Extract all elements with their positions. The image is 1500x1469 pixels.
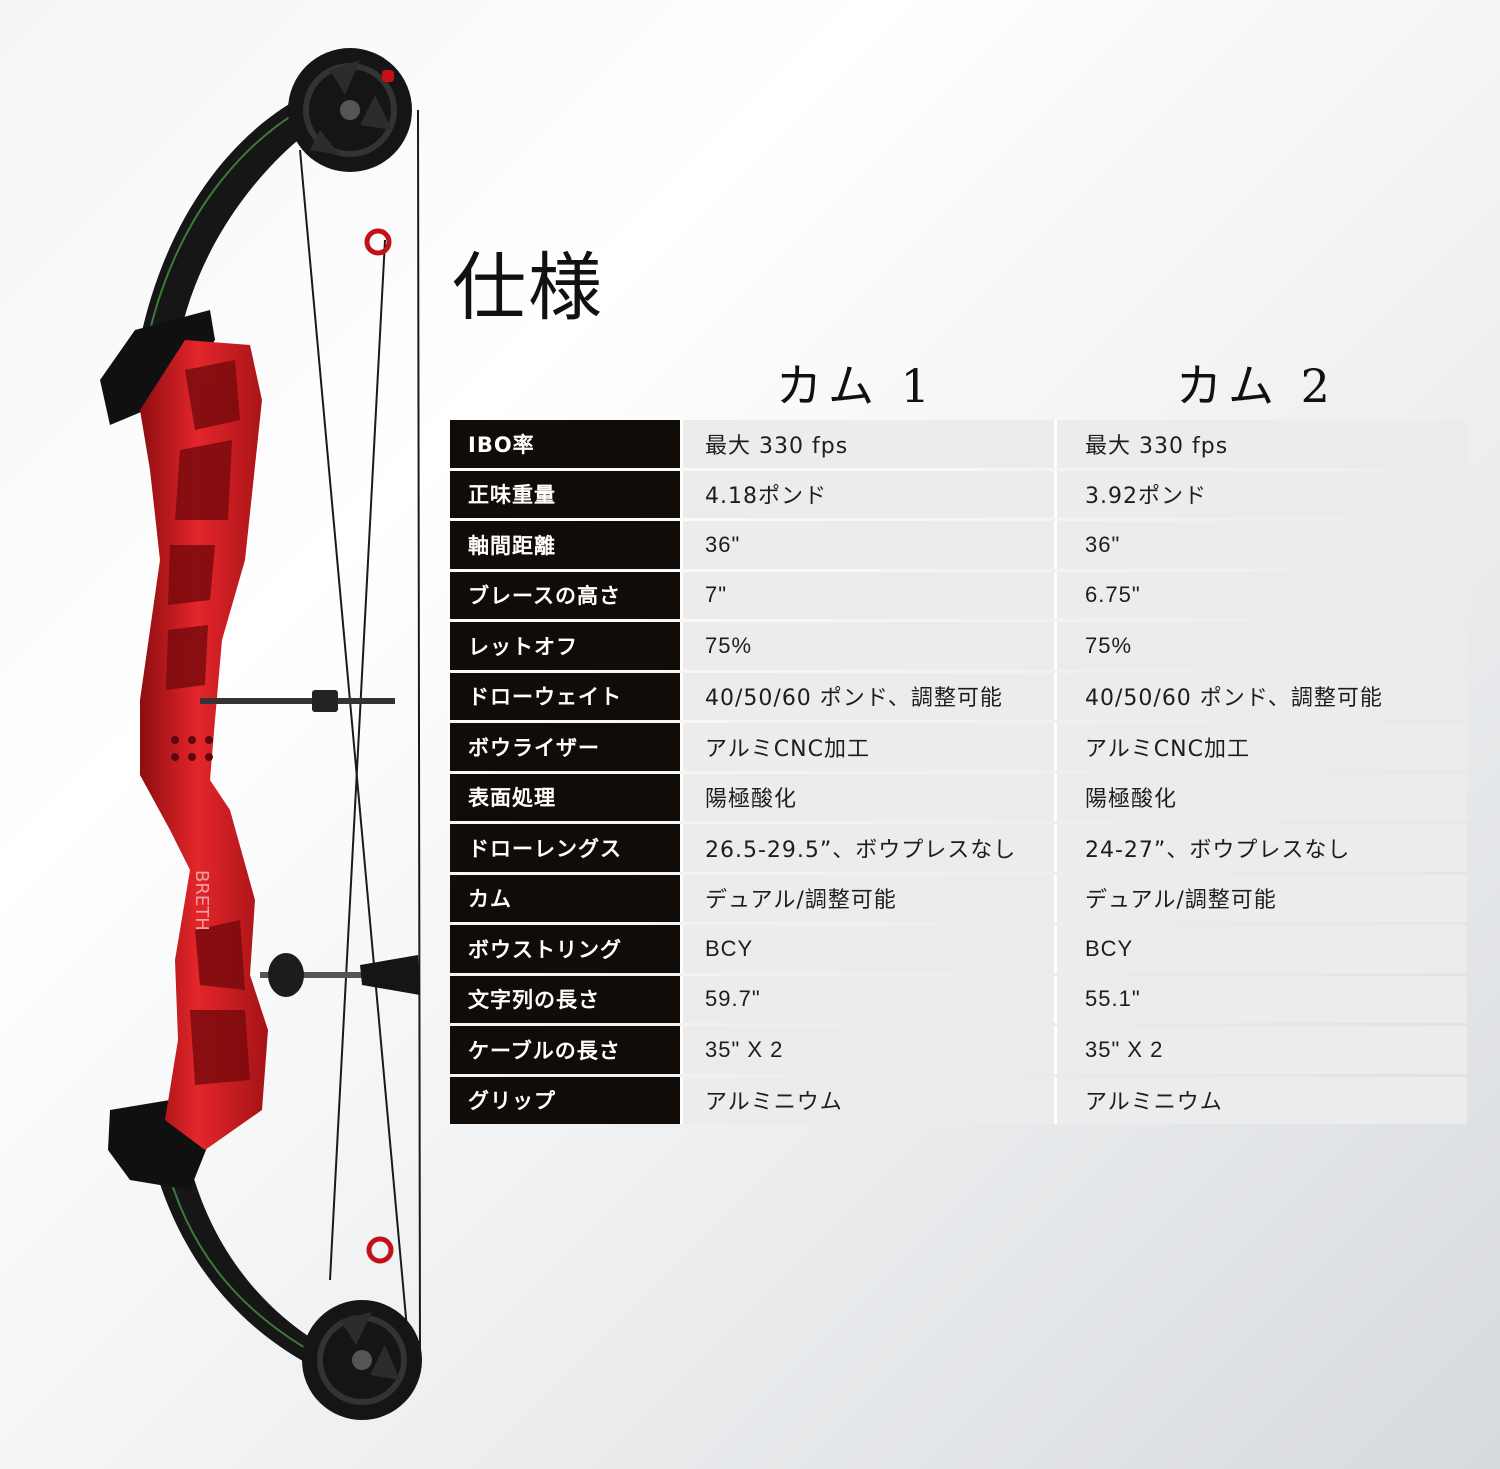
spec-value-cam1: 4.18ポンド [680,470,1054,518]
spec-value-cam1: 26.5-29.5”、ボウプレスなし [680,824,1054,872]
spec-value-cam2: 陽極酸化 [1054,773,1467,821]
spec-value-cam2: 24-27”、ボウプレスなし [1054,824,1467,872]
page-title: 仕様 [452,245,604,331]
table-row: カムデュアル/調整可能デュアル/調整可能 [450,874,1467,922]
spec-label: グリップ [450,1076,680,1124]
spec-value-cam1: 7" [680,571,1054,619]
table-row: グリップアルミニウムアルミニウム [450,1076,1467,1124]
spec-value-cam2: 6.75" [1054,571,1467,619]
spec-label: 文字列の長さ [450,975,680,1023]
spec-label: ボウライザー [450,723,680,771]
spec-label: 正味重量 [450,470,680,518]
spec-value-cam1: 35" X 2 [680,1026,1054,1074]
column-header-cam1: カム 1 [776,359,936,413]
column-header-cam2: カム 2 [1176,359,1336,413]
top-cam [288,48,412,172]
spec-value-cam2: アルミニウム [1054,1076,1467,1124]
table-row: 表面処理陽極酸化陽極酸化 [450,773,1467,821]
spec-value-cam1: 75% [680,622,1054,670]
spec-value-cam1: 40/50/60 ポンド、調整可能 [680,672,1054,720]
bottom-limb [150,1148,356,1380]
spec-label: 軸間距離 [450,521,680,569]
spec-label: ドローウェイト [450,672,680,720]
spec-value-cam2: デュアル/調整可能 [1054,874,1467,922]
spec-value-cam1: 陽極酸化 [680,773,1054,821]
spec-value-cam1: 36" [680,521,1054,569]
riser-holes [171,736,213,761]
spec-value-cam1: 59.7" [680,975,1054,1023]
spec-label: ドローレングス [450,824,680,872]
spec-label: IBO率 [450,420,680,468]
stabilizer-rods [200,690,420,997]
spec-label: ブレースの高さ [450,571,680,619]
spec-value-cam2: BCY [1054,925,1467,973]
spec-value-cam1: アルミCNC加工 [680,723,1054,771]
spec-value-cam1: アルミニウム [680,1076,1054,1124]
riser-brand-logo: BRETH [191,870,212,931]
compound-bow-image: BRETH [100,48,422,1420]
spec-value-cam2: 40/50/60 ポンド、調整可能 [1054,672,1467,720]
spec-label: カム [450,874,680,922]
spec-label: ボウストリング [450,925,680,973]
spec-value-cam2: 55.1" [1054,975,1467,1023]
spec-value-cam2: アルミCNC加工 [1054,723,1467,771]
spec-label: 表面処理 [450,773,680,821]
spec-label: レットオフ [450,622,680,670]
bottom-cam [302,1300,422,1420]
spec-value-cam1: BCY [680,925,1054,973]
top-limb [140,80,356,345]
spec-value-cam2: 35" X 2 [1054,1026,1467,1074]
spec-value-cam2: 3.92ポンド [1054,470,1467,518]
spec-value-cam1: デュアル/調整可能 [680,874,1054,922]
spec-label: ケーブルの長さ [450,1026,680,1074]
spec-value-cam1: 最大 330 fps [680,420,1054,468]
bow-strings [299,109,421,1361]
table-row: ボウライザーアルミCNC加工アルミCNC加工 [450,723,1467,771]
spec-value-cam2: 36" [1054,521,1467,569]
spec-value-cam2: 最大 330 fps [1054,420,1467,468]
spec-value-cam2: 75% [1054,622,1467,670]
